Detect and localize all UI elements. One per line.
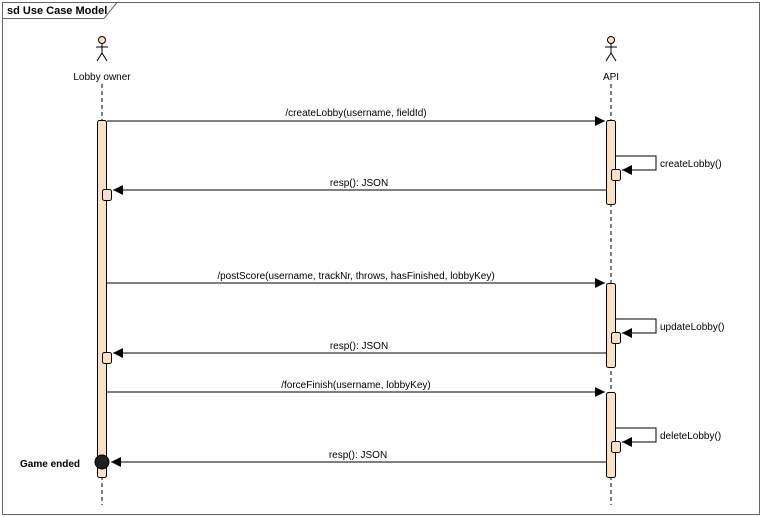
message-resp-3-label: resp(): JSON	[329, 450, 387, 461]
message-create-lobby-label: /createLobby(username, fieldId)	[285, 108, 426, 119]
actor-api[interactable]: API	[603, 36, 619, 84]
activation-api-3	[606, 392, 616, 478]
message-force-finish[interactable]: /forceFinish(username, lobbyKey)	[107, 380, 605, 397]
actor-head-icon	[607, 36, 615, 44]
frame-title: sd Use Case Model	[7, 5, 107, 17]
message-resp-1[interactable]: resp(): JSON	[113, 178, 606, 195]
end-node-label: Game ended	[20, 459, 80, 470]
self-call-update-lobby[interactable]: updateLobby()	[616, 318, 725, 338]
self-call-update-lobby-label: updateLobby()	[660, 322, 725, 333]
message-resp-2-label: resp(): JSON	[330, 341, 388, 352]
activation-api-self-2	[611, 332, 621, 344]
message-create-lobby[interactable]: /createLobby(username, fieldId)	[107, 108, 605, 126]
message-resp-3[interactable]: resp(): JSON	[111, 450, 606, 467]
activation-lobby-owner	[97, 120, 107, 478]
message-resp-1-label: resp(): JSON	[330, 178, 388, 189]
activation-owner-resp-1	[102, 189, 112, 201]
self-call-delete-lobby-label: deleteLobby()	[660, 431, 721, 442]
actor-api-label: API	[603, 72, 619, 83]
actor-lobby-owner[interactable]: Lobby owner	[73, 36, 131, 84]
activation-api-1	[606, 120, 616, 205]
activation-owner-resp-2	[102, 352, 112, 364]
self-call-delete-lobby[interactable]: deleteLobby()	[616, 427, 721, 447]
self-call-create-lobby[interactable]: createLobby()	[616, 155, 722, 175]
message-resp-2[interactable]: resp(): JSON	[113, 341, 606, 358]
end-node-icon[interactable]	[94, 454, 110, 470]
activation-api-2	[606, 283, 616, 368]
frame-tab	[2, 2, 118, 19]
actor-lobby-owner-label: Lobby owner	[73, 72, 131, 83]
message-post-score-label: /postScore(username, trackNr, throws, ha…	[217, 271, 494, 282]
activation-api-self-3	[611, 441, 621, 453]
message-force-finish-label: /forceFinish(username, lobbyKey)	[281, 380, 431, 391]
self-call-create-lobby-label: createLobby()	[660, 159, 722, 170]
actor-head-icon	[98, 36, 106, 44]
message-post-score[interactable]: /postScore(username, trackNr, throws, ha…	[107, 271, 605, 288]
activation-api-self-1	[611, 169, 621, 181]
